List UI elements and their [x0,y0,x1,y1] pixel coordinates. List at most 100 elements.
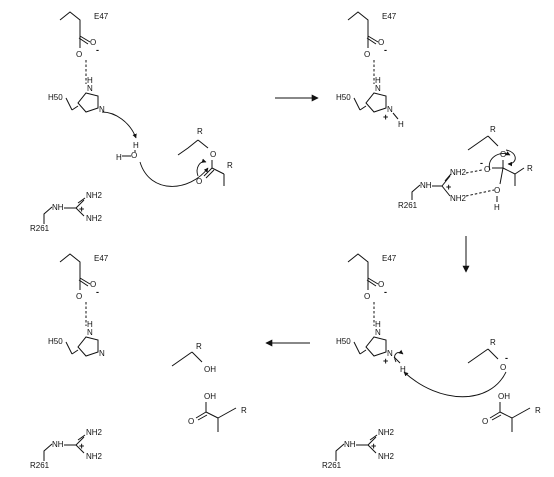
acid-r-group: R [241,406,247,415]
arg-charge: + [79,441,84,451]
his-n-hydrogen: H [87,76,93,85]
arg261-label: R261 [398,201,418,210]
arg261-residue: NH NH2 NH2 + R261 [30,191,103,233]
alkoxide-product: R O - [467,338,508,372]
his-charge: + [383,356,388,366]
his-n-delta: N [87,84,93,93]
carboxylate-charge: - [384,287,387,297]
panel-4: E47 O - O H50 N H N R OH OH R [30,253,247,470]
water-oxygen: O [131,151,137,160]
alcohol-hydroxyl: OH [204,365,216,374]
hydrogen-bond [465,169,483,174]
acyl-r-group: R [527,164,533,173]
alkoxide-oxygen: O [500,363,506,372]
his-n-hydrogen: H [375,76,381,85]
his-n-epsilon: N [99,349,105,358]
his-epsilon-hydrogen: H [398,120,404,129]
his-n-delta: N [375,84,381,93]
water-hydrogen: H [133,141,139,150]
glu47-residue: E47 O - O [347,11,397,59]
his50-residue: H50 N H N + H [336,320,406,374]
arg-nh2: NH2 [86,191,103,200]
carboxylate-oxygen: O [90,38,96,47]
curly-arrow [101,111,137,139]
hydroxyl-oxygen: O [494,186,500,195]
his50-label: H50 [336,93,351,102]
carboxylate-oxygen: O [378,280,384,289]
carboxylate-charge: - [384,45,387,55]
panel-2: E47 O - O H50 N H N + H R O R [336,11,533,212]
his-n-epsilon: N [99,105,105,114]
arg-nh: NH [52,440,64,449]
panel-1: E47 O - O H50 N H N H O H R O [30,11,233,233]
arg-nh2: NH2 [450,168,467,177]
his50-residue: H50 N H N + H [336,76,404,129]
arg261-residue: NH NH2 NH2 + R261 [322,428,395,470]
carboxylate-oxygen: O [364,292,370,301]
his50-residue: H50 N H N [48,320,105,358]
glu47-label: E47 [382,12,397,21]
acid-hydroxyl: OH [498,392,510,401]
arg-nh2: NH2 [86,214,103,223]
curly-arrow [394,349,404,363]
arg261-label: R261 [30,224,50,233]
oxyanion-charge: - [480,158,483,168]
arg-nh2: NH2 [450,194,467,203]
curly-arrow [403,371,507,398]
water-hydrogen: H [116,153,122,162]
his50-label: H50 [48,93,63,102]
carboxylate-charge: - [96,287,99,297]
arg-charge: + [371,441,376,451]
tetrahedral-intermediate: R O R O - O H [467,125,533,212]
substrate-r-group: R [197,127,203,136]
glu47-residue: E47 O - O [59,11,109,59]
his-n-hydrogen: H [375,320,381,329]
carboxylate-oxygen: O [76,50,82,59]
arg-charge: + [446,182,451,192]
acid-carbonyl-oxygen: O [188,417,194,426]
glu47-label: E47 [94,12,109,21]
water-molecule: H O H [116,141,139,162]
panel-3: E47 O - O H50 N H N + H R O - OH [322,253,541,470]
carboxylate-charge: - [96,45,99,55]
arg-charge: + [79,204,84,214]
his50-residue: H50 N H N [48,76,105,114]
his-charge: + [383,112,388,122]
substrate-r-group: R [490,125,496,134]
glu47-residue: E47 O - O [59,253,109,301]
hydroxyl-hydrogen: H [494,203,500,212]
acid-r-group: R [535,406,541,415]
hydrogen-bond [465,189,495,197]
alcohol-r-group: R [196,342,202,351]
arg-nh2: NH2 [86,428,103,437]
arg-nh2: NH2 [378,452,395,461]
curly-arrow [488,151,511,171]
arg-nh2: NH2 [86,452,103,461]
arg-nh2: NH2 [378,428,395,437]
his50-label: H50 [48,337,63,346]
arg-nh: NH [344,440,356,449]
arg261-residue: NH NH2 NH2 + R261 [398,168,467,210]
arg261-label: R261 [30,461,50,470]
oxyanion: O [484,165,490,174]
his-epsilon-hydrogen: H [400,365,406,374]
his50-label: H50 [336,337,351,346]
carbonyl-oxygen: O [196,177,202,186]
ether-oxygen: O [500,150,506,159]
ester-substrate: R O R O [177,127,233,186]
arg-nh: NH [420,181,432,190]
carboxylate-oxygen: O [378,38,384,47]
arg261-residue: NH NH2 NH2 + R261 [30,428,103,470]
arg-nh: NH [52,203,64,212]
carboxylate-oxygen: O [364,50,370,59]
carboxylate-oxygen: O [76,292,82,301]
alkoxide-r-group: R [490,338,496,347]
acid-carbonyl-oxygen: O [482,417,488,426]
his-n-hydrogen: H [87,320,93,329]
curly-arrow [505,149,516,167]
arg261-label: R261 [322,461,342,470]
his-n-epsilon: N [387,349,393,358]
acid-hydroxyl: OH [204,392,216,401]
his-n-delta: N [87,328,93,337]
